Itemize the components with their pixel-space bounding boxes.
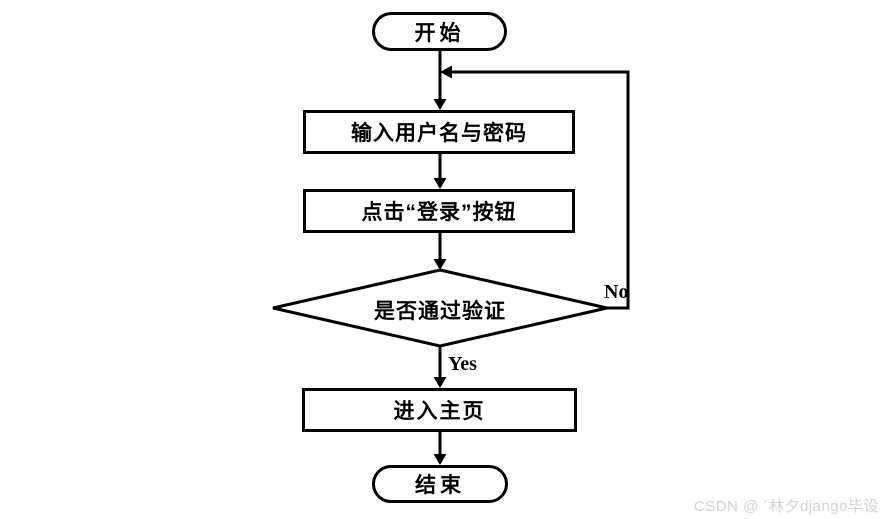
watermark: CSDN @ ´林夕django毕设 [693,498,879,515]
flow-node-enter-home: 进入主页 [302,388,577,432]
flow-node-start: 开始 [372,12,507,51]
edge-label-no: No [604,281,629,303]
flow-node-click-login: 点击“登录”按钮 [303,189,575,233]
connector-no-loop [452,70,630,310]
flow-node-verify-label: 是否通过验证 [374,300,506,323]
arrowhead-click [433,178,447,189]
arrowhead-input [433,99,447,110]
flow-node-end: 结束 [372,465,508,503]
arrowhead-end [433,454,447,465]
edge-label-yes: Yes [448,353,477,375]
flow-node-input-credentials: 输入用户名与密码 [303,110,575,154]
arrowhead-home [433,377,447,388]
arrowhead-no-loop [440,65,452,79]
arrowhead-decision [433,259,447,270]
